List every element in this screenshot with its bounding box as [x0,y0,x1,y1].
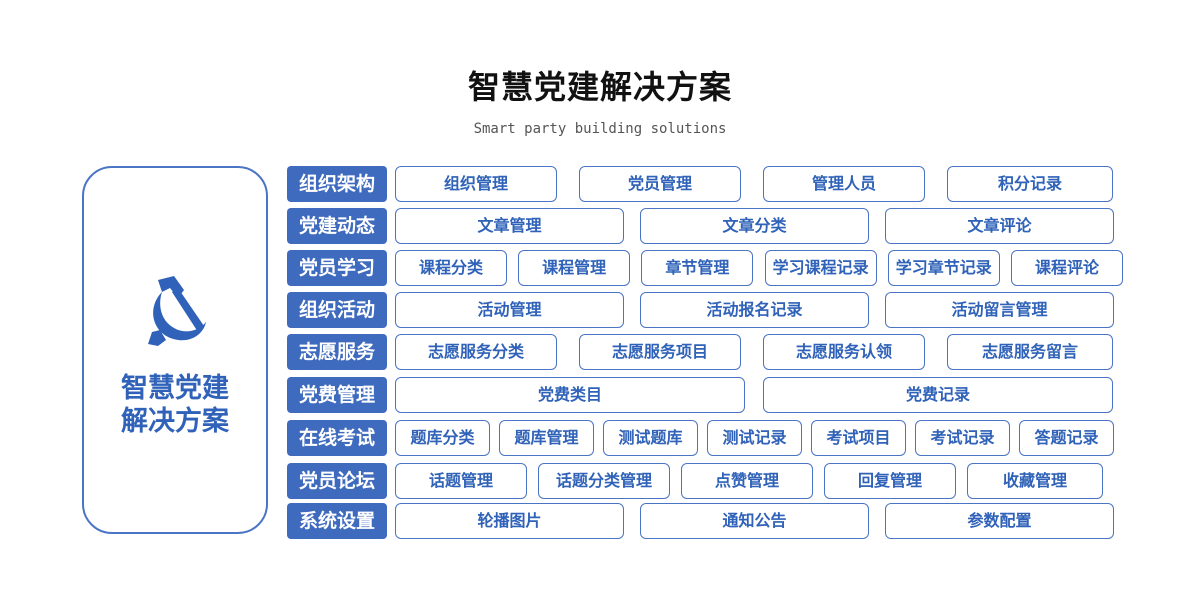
category-label: 组织活动 [287,292,387,328]
module-item-button[interactable]: 活动报名记录 [640,292,869,328]
category-label: 党费管理 [287,377,387,413]
logo-panel: 智慧党建 解决方案 [82,166,268,534]
module-item-button[interactable]: 答题记录 [1019,420,1114,456]
page-title: 智慧党建解决方案 [467,68,732,106]
category-label: 系统设置 [287,503,387,539]
category-label: 党员学习 [287,250,387,286]
module-item-button[interactable]: 话题管理 [395,463,527,499]
module-item-button[interactable]: 管理人员 [763,166,925,202]
module-item-button[interactable]: 课程分类 [395,250,507,286]
logo-text: 智慧党建 解决方案 [84,372,266,438]
module-item-button[interactable]: 志愿服务项目 [579,334,741,370]
module-item-button[interactable]: 轮播图片 [395,503,624,539]
category-label: 党员论坛 [287,463,387,499]
module-item-button[interactable]: 参数配置 [885,503,1114,539]
module-item-button[interactable]: 测试题库 [603,420,698,456]
module-item-button[interactable]: 积分记录 [947,166,1113,202]
module-item-button[interactable]: 测试记录 [707,420,802,456]
module-item-button[interactable]: 活动管理 [395,292,624,328]
module-item-button[interactable]: 活动留言管理 [885,292,1114,328]
module-item-button[interactable]: 志愿服务认领 [763,334,925,370]
module-item-button[interactable]: 考试记录 [915,420,1010,456]
module-item-button[interactable]: 收藏管理 [967,463,1103,499]
module-item-button[interactable]: 组织管理 [395,166,557,202]
module-item-button[interactable]: 党员管理 [579,166,741,202]
category-label: 党建动态 [287,208,387,244]
module-item-button[interactable]: 文章分类 [640,208,869,244]
logo-text-line1: 智慧党建 [121,373,229,404]
module-item-button[interactable]: 通知公告 [640,503,869,539]
module-item-button[interactable]: 学习课程记录 [764,250,877,286]
category-label: 志愿服务 [287,334,387,370]
module-item-button[interactable]: 文章评论 [885,208,1114,244]
page-subtitle: Smart party building solutions [473,121,727,137]
module-item-button[interactable]: 志愿服务分类 [395,334,557,370]
module-item-button[interactable]: 学习章节记录 [887,250,1000,286]
category-label: 组织架构 [287,166,387,202]
module-item-button[interactable]: 考试项目 [811,420,906,456]
module-item-button[interactable]: 文章管理 [395,208,624,244]
module-item-button[interactable]: 题库分类 [395,420,490,456]
module-item-button[interactable]: 题库管理 [499,420,594,456]
module-item-button[interactable]: 党费类目 [395,377,745,413]
module-item-button[interactable]: 点赞管理 [681,463,813,499]
module-item-button[interactable]: 章节管理 [641,250,754,286]
module-item-button[interactable]: 志愿服务留言 [947,334,1113,370]
module-item-button[interactable]: 课程管理 [518,250,631,286]
hammer-sickle-icon [148,276,206,346]
module-item-button[interactable]: 回复管理 [824,463,956,499]
module-item-button[interactable]: 党费记录 [763,377,1113,413]
module-item-button[interactable]: 话题分类管理 [538,463,670,499]
category-label: 在线考试 [287,420,387,456]
logo-text-line2: 解决方案 [121,406,229,437]
module-item-button[interactable]: 课程评论 [1011,250,1123,286]
